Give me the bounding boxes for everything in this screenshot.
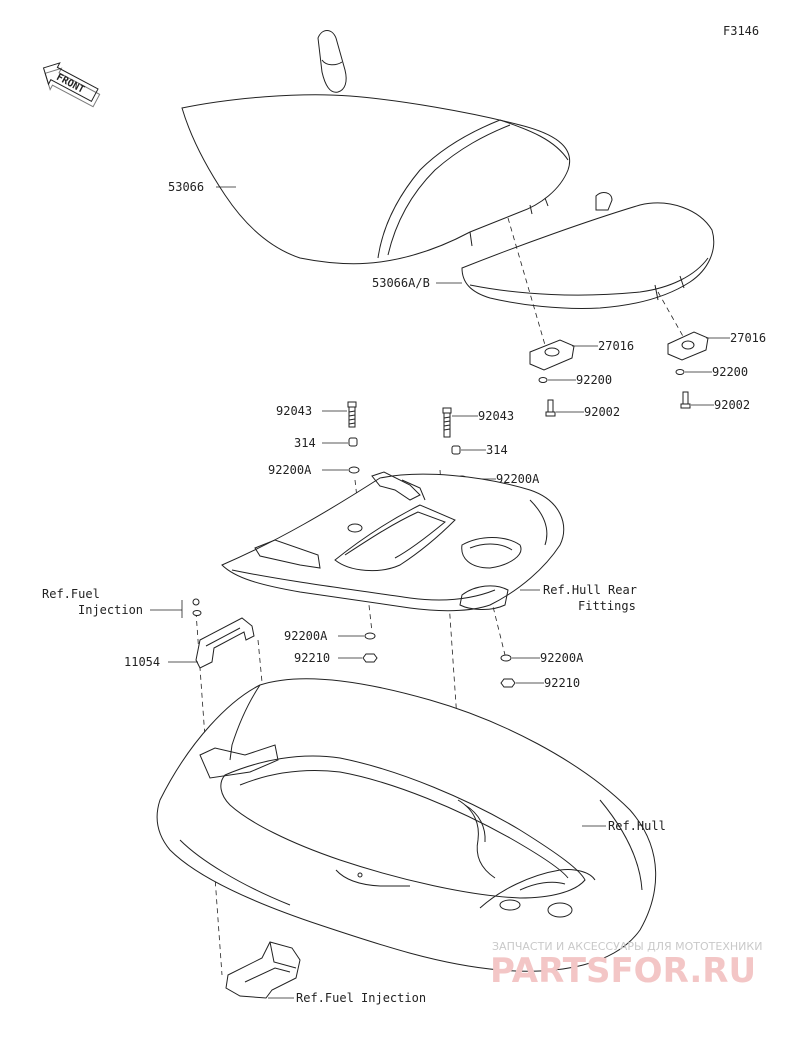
label-92002-left: 92002 <box>584 405 620 419</box>
washer-92200-left <box>538 377 548 383</box>
label-92210-right: 92210 <box>544 676 580 690</box>
collar-314-left <box>348 437 358 447</box>
washer-fuel-injection <box>192 610 202 616</box>
label-92200-left: 92200 <box>576 373 612 387</box>
nut-92210-right <box>500 678 516 688</box>
front-arrow-icon: FRONT <box>42 62 101 108</box>
seat-front <box>181 30 571 265</box>
washer-92200-right <box>675 369 685 375</box>
bolt-92002-right <box>680 391 691 409</box>
label-ref-fuel-top-2: Injection <box>78 603 143 617</box>
label-92043-left: 92043 <box>276 404 312 418</box>
seat-rear <box>461 192 715 309</box>
label-92200a-right-bottom: 92200A <box>540 651 584 665</box>
label-92002-right: 92002 <box>714 398 750 412</box>
watermark-caption: ЗАПЧАСТИ И АКСЕССУАРЫ ДЛЯ МОТОТЕХНИКИ <box>492 940 762 953</box>
label-92210-left: 92210 <box>294 651 330 665</box>
bolt-92002-left <box>545 399 556 417</box>
watermark-brand: PARTSFOR.RU <box>490 951 756 991</box>
label-ref-fuel-top-1: Ref.Fuel <box>42 587 100 601</box>
assembly-line <box>657 291 685 339</box>
label-314-left: 314 <box>294 436 316 450</box>
label-11054: 11054 <box>124 655 160 669</box>
label-92200-right: 92200 <box>712 365 748 379</box>
label-92200a-right-top: 92200A <box>496 472 540 486</box>
label-53066: 53066 <box>168 180 204 194</box>
hull-rear-fittings <box>221 471 565 612</box>
label-53066ab: 53066A/B <box>372 276 430 290</box>
hull <box>156 678 657 972</box>
stud-92043-left <box>347 401 357 428</box>
fuel-injection-bracket <box>225 941 301 999</box>
nut-92210-left <box>362 653 378 663</box>
screw-fuel-injection <box>192 598 200 606</box>
assembly-line <box>507 217 546 346</box>
label-ref-hull-rear-2: Fittings <box>578 599 636 613</box>
label-27016-left: 27016 <box>598 339 634 353</box>
label-314-right: 314 <box>486 443 508 457</box>
washer-92200a-right-bottom <box>500 654 512 662</box>
washer-92200a-left-top <box>348 466 360 474</box>
label-92200a-left-bottom: 92200A <box>284 629 328 643</box>
washer-92200a-left-bottom <box>364 632 376 640</box>
figure-code: F3146 <box>723 24 759 38</box>
label-ref-fuel-bottom: Ref.Fuel Injection <box>296 991 426 1005</box>
bracket-left <box>529 339 575 371</box>
stud-92043-right <box>442 407 452 438</box>
label-ref-hull: Ref.Hull <box>608 819 666 833</box>
stay-11054 <box>195 617 255 669</box>
label-92200a-left-top: 92200A <box>268 463 312 477</box>
label-27016-right: 27016 <box>730 331 766 345</box>
label-92043-right: 92043 <box>478 409 514 423</box>
label-ref-hull-rear-1: Ref.Hull Rear <box>543 583 637 597</box>
bracket-right <box>667 331 709 361</box>
collar-314-right <box>451 445 461 455</box>
